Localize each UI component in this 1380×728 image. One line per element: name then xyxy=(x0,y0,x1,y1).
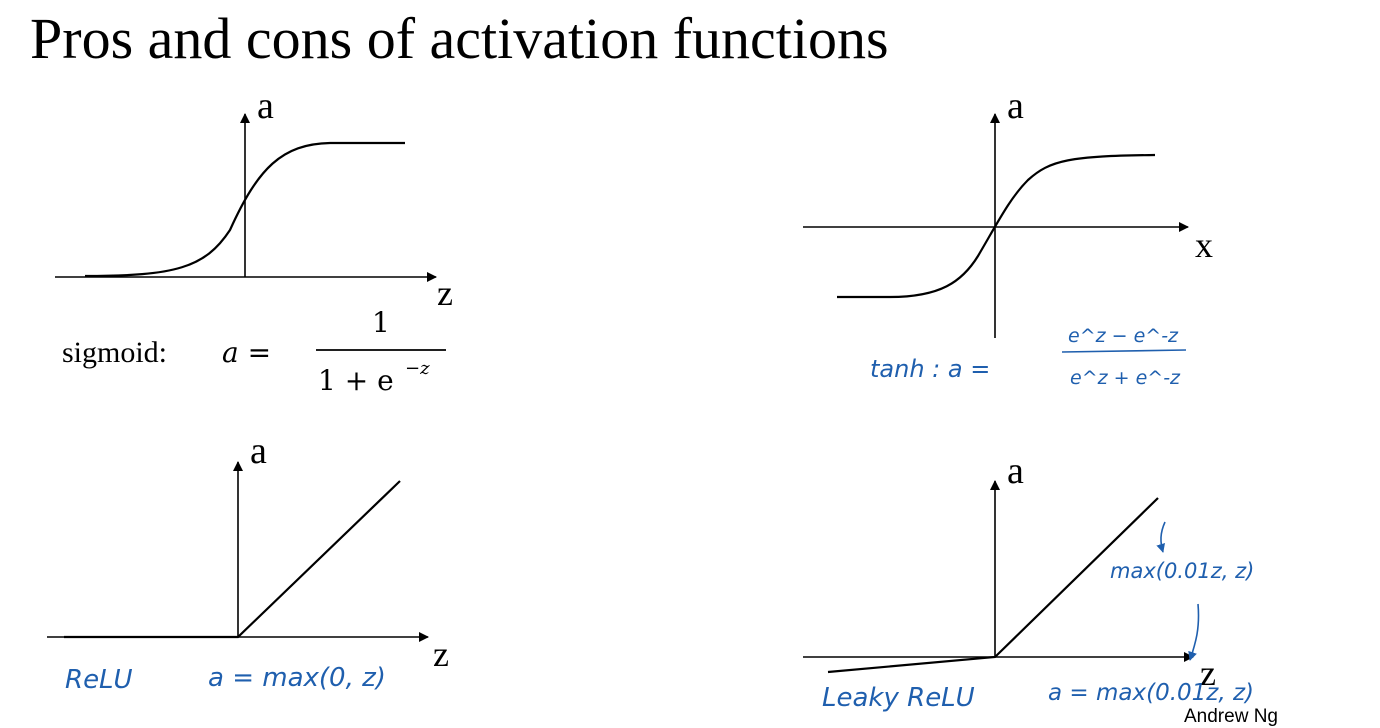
tanh-annotation-numerator: e^z − e^-z xyxy=(1068,325,1179,347)
leaky-annotation-arrow-bottom xyxy=(1188,603,1200,661)
relu-axis-z-label: z xyxy=(433,634,449,674)
sigmoid-exponent: −z xyxy=(405,358,430,379)
tanh-curve xyxy=(837,153,1156,299)
sigmoid-panel: a z sigmoid: a = 1 1 + e −z xyxy=(55,85,453,397)
leaky-annotation-upper: max(0.01z, z) xyxy=(1110,559,1254,583)
relu-annotation-name: ReLU xyxy=(65,665,133,695)
tanh-axis-a-label: a xyxy=(1007,85,1024,127)
relu-curve xyxy=(64,480,401,639)
tanh-panel: a x tanh : a = e^z − e^-z e^z + e^-z xyxy=(803,85,1213,389)
sigmoid-axis-z-label: z xyxy=(437,273,453,313)
leaky-annotation-name: Leaky ReLU xyxy=(822,683,975,713)
leaky-axis-a-label: a xyxy=(1007,450,1024,492)
leaky-annotation-formula: a = max(0.01z, z) xyxy=(1048,680,1254,706)
slide-title: Pros and cons of activation functions xyxy=(30,6,889,71)
sigmoid-numerator: 1 xyxy=(372,306,390,339)
tanh-axis-x-label: x xyxy=(1195,225,1213,265)
sigmoid-label: sigmoid: xyxy=(62,336,167,369)
relu-axis-a-label: a xyxy=(250,430,267,472)
tanh-annotation-bar xyxy=(1061,349,1187,353)
leaky-relu-curve xyxy=(827,497,1159,674)
relu-panel: a z ReLU a = max(0, z) xyxy=(47,430,449,695)
sigmoid-lhs: a = xyxy=(222,336,271,369)
leaky-relu-panel: a z max(0.01z, z) Leaky ReLU a = max(0.0… xyxy=(803,450,1254,713)
sigmoid-curve xyxy=(84,141,405,278)
leaky-annotation-arrow-top xyxy=(1156,521,1166,553)
author-credit: Andrew Ng xyxy=(1184,706,1278,727)
sigmoid-denominator: 1 + e xyxy=(318,364,394,397)
relu-annotation-formula: a = max(0, z) xyxy=(208,663,386,693)
sigmoid-axis-a-label: a xyxy=(257,85,274,127)
tanh-annotation: tanh : a = xyxy=(870,355,990,383)
leaky-axis-z-label: z xyxy=(1200,653,1216,693)
tanh-annotation-denominator: e^z + e^-z xyxy=(1070,367,1181,389)
